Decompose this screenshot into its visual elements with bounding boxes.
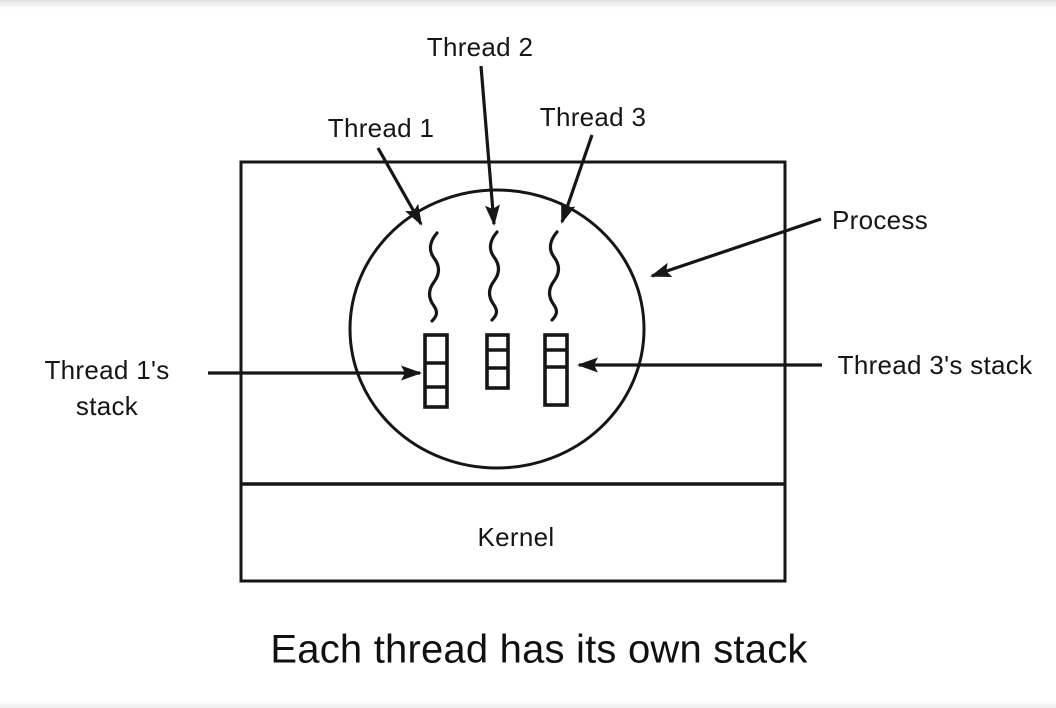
thread3-stack-icon xyxy=(543,333,569,407)
process-label: Process xyxy=(831,205,929,236)
diagram-caption: Each thread has its own stack xyxy=(270,627,808,672)
thread1-stack-label-line2: stack xyxy=(75,391,139,421)
thread3-label: Thread 3 xyxy=(539,102,647,133)
thread2-stack-icon xyxy=(485,333,510,390)
thread2-arrow xyxy=(479,65,500,226)
thread3-arrow xyxy=(560,134,594,224)
thread1-stack-icon xyxy=(423,333,449,409)
thread1-label: Thread 1 xyxy=(327,113,435,144)
thread1-stack-label-line1: Thread 1's xyxy=(44,355,170,386)
thread3-squiggle-icon xyxy=(547,230,561,322)
thread2-label: Thread 2 xyxy=(426,32,534,63)
thread1-stack-label: Thread 1's stack xyxy=(27,353,187,425)
kernel-label: Kernel xyxy=(477,522,555,553)
process-circle xyxy=(348,188,646,470)
process-arrow xyxy=(650,217,822,278)
thread2-squiggle-icon xyxy=(487,230,501,322)
thread1-arrow xyxy=(376,147,423,226)
thread1-squiggle-icon xyxy=(427,231,441,323)
thread3-stack-label: Thread 3's stack xyxy=(837,350,1033,381)
